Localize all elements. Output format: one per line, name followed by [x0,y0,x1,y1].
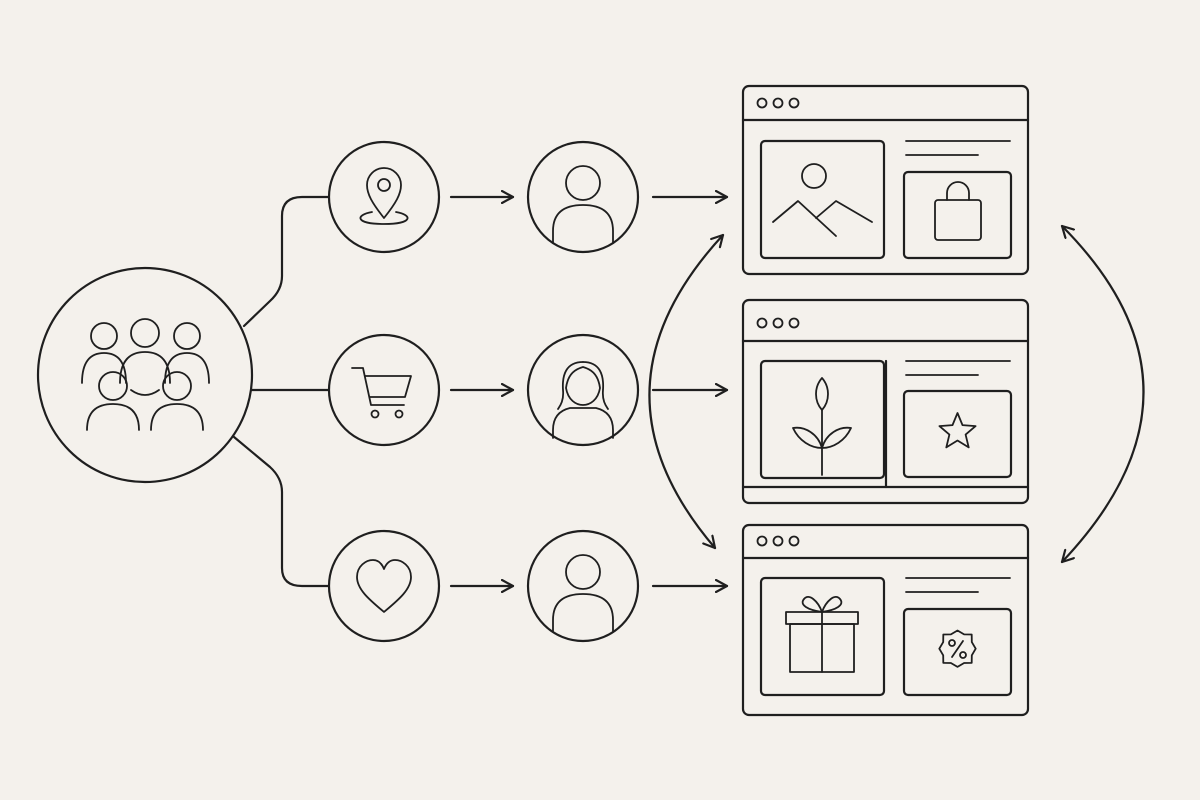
user-avatar-icon [552,165,614,244]
persona-circle [526,529,640,643]
persona-circle [526,140,640,254]
content-image-panel [759,139,886,260]
persona-node-2 [526,333,640,447]
audience-group-icon [81,318,210,431]
text-lines [905,140,1011,156]
shopping-cart-icon [351,367,412,419]
browser-window-frame [741,84,1030,276]
content-widget-panel [902,170,1013,260]
segment-circle [327,333,441,447]
browser-window-frame [741,298,1030,505]
user-avatar-icon [552,554,614,633]
content-image-panel [759,359,886,480]
connector-to-heart-segment [232,435,330,588]
persona-circle [526,333,640,447]
page-window-3 [741,523,1030,717]
segment-circle [327,140,441,254]
segment-circle [327,529,441,643]
left-double-arrow [648,233,725,550]
right-double-arrow [1060,224,1145,564]
discount-badge-icon [938,629,977,668]
star-icon [938,412,977,449]
persona-node-1 [526,140,640,254]
page-window-2 [741,298,1030,505]
segment-node-location [327,140,441,254]
text-lines [905,577,1011,593]
browser-window-frame [741,523,1030,717]
text-lines [905,360,1011,376]
segment-node-cart [327,333,441,447]
connector-to-location-segment [242,195,330,328]
window-dots-icon [756,535,800,547]
gift-box-icon [785,596,859,673]
plant-sprout-icon [792,377,852,476]
window-dots-icon [756,317,800,329]
landscape-image-icon [772,163,873,237]
shopping-bag-icon [934,181,982,241]
persona-node-3 [526,529,640,643]
content-image-panel [759,576,886,697]
heart-icon [356,559,412,613]
audience-node [36,266,254,484]
page-window-1 [741,84,1030,276]
audience-node-circle [36,266,254,484]
content-widget-panel [902,389,1013,479]
location-pin-icon [359,167,409,225]
female-user-avatar-icon [552,361,614,439]
window-dots-icon [756,97,800,109]
segment-node-heart [327,529,441,643]
content-widget-panel [902,607,1013,697]
